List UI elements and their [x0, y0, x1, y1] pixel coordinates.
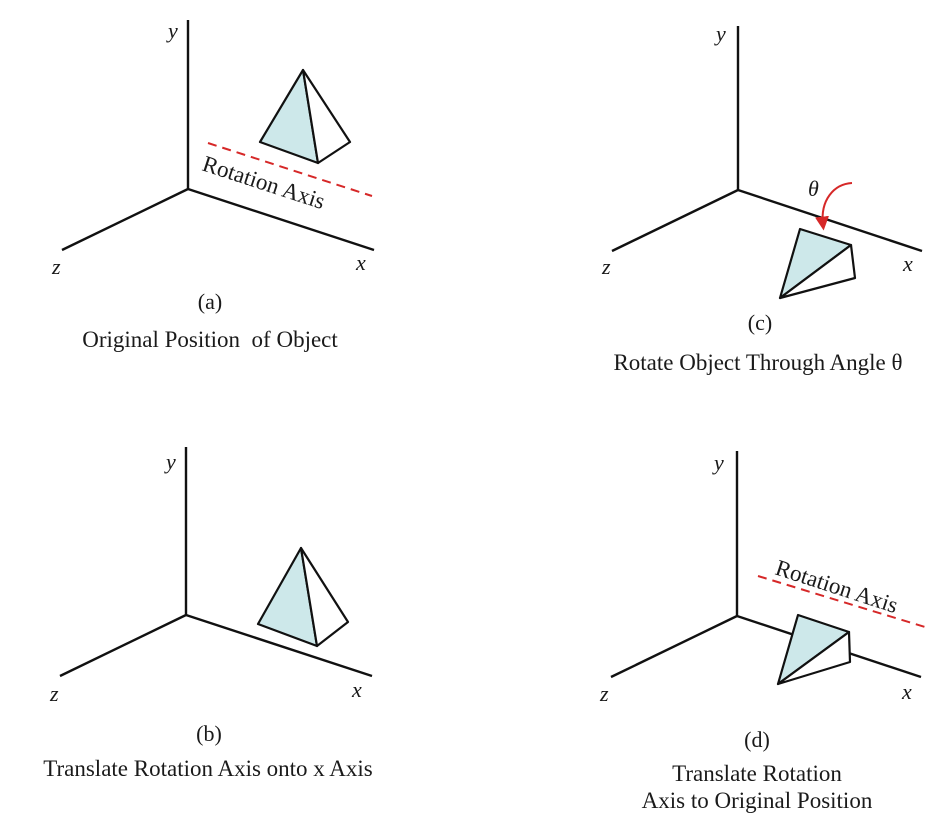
figure-id-d: (d)	[744, 727, 770, 752]
x-axis-line	[185, 613, 373, 678]
pyramid-object	[256, 546, 350, 648]
panel-b-axes: y x z	[49, 447, 373, 706]
z-axis-line	[59, 613, 187, 678]
caption-c: Rotate Object Through Angle θ	[613, 350, 902, 375]
pyramid-light-face	[301, 68, 352, 165]
z-axis-line	[61, 187, 189, 252]
panel-c: y x z θ (c) Rotate Object Through Angle …	[601, 21, 923, 375]
figure-id-c: (c)	[748, 310, 772, 335]
z-axis-label: z	[51, 254, 61, 279]
x-axis-line	[187, 187, 375, 252]
panel-d: y x z Rotation Axis (d) Translate Rotati…	[599, 450, 926, 813]
angle-theta-label: θ	[808, 176, 819, 201]
caption-b: Translate Rotation Axis onto x Axis	[43, 756, 373, 781]
panel-a: y x z Rotation Axis (a) Original Positio…	[51, 18, 375, 352]
rotation-angle-arrow	[815, 182, 853, 231]
pyramid-light-face	[299, 546, 350, 648]
figure-id-b: (b)	[196, 721, 222, 746]
y-axis-label: y	[166, 18, 178, 43]
z-axis-line	[610, 614, 738, 679]
x-axis-label: x	[351, 677, 362, 702]
panel-c-axes: y x z	[601, 21, 923, 279]
panel-d-axes: y x z	[599, 450, 922, 706]
x-axis-label: x	[355, 250, 366, 275]
pyramid-object-rotated	[778, 227, 857, 300]
x-axis-label: x	[902, 251, 913, 276]
x-axis-line	[737, 188, 923, 253]
panel-a-axes: y x z	[51, 18, 375, 279]
z-axis-line	[611, 188, 739, 253]
pyramid-light-face	[776, 630, 852, 686]
x-axis-label: x	[901, 679, 912, 704]
caption-a: Original Position of Object	[82, 327, 338, 352]
z-axis-label: z	[49, 681, 59, 706]
z-axis-label: z	[599, 681, 609, 706]
caption-d-line-2: Axis to Original Position	[642, 788, 873, 813]
pyramid-light-face	[778, 243, 857, 300]
panel-b: y x z (b) Translate Rotation Axis onto x…	[43, 447, 373, 781]
figure-id-a: (a)	[198, 289, 222, 314]
y-axis-label: y	[164, 449, 176, 474]
pyramid-object-rotated	[776, 613, 852, 686]
pyramid-object	[258, 68, 352, 165]
rotation-axis-dashed-line	[207, 142, 373, 197]
y-axis-label: y	[714, 21, 726, 46]
y-axis-label: y	[712, 450, 724, 475]
z-axis-label: z	[601, 254, 611, 279]
caption-d-line-1: Translate Rotation	[672, 761, 842, 786]
